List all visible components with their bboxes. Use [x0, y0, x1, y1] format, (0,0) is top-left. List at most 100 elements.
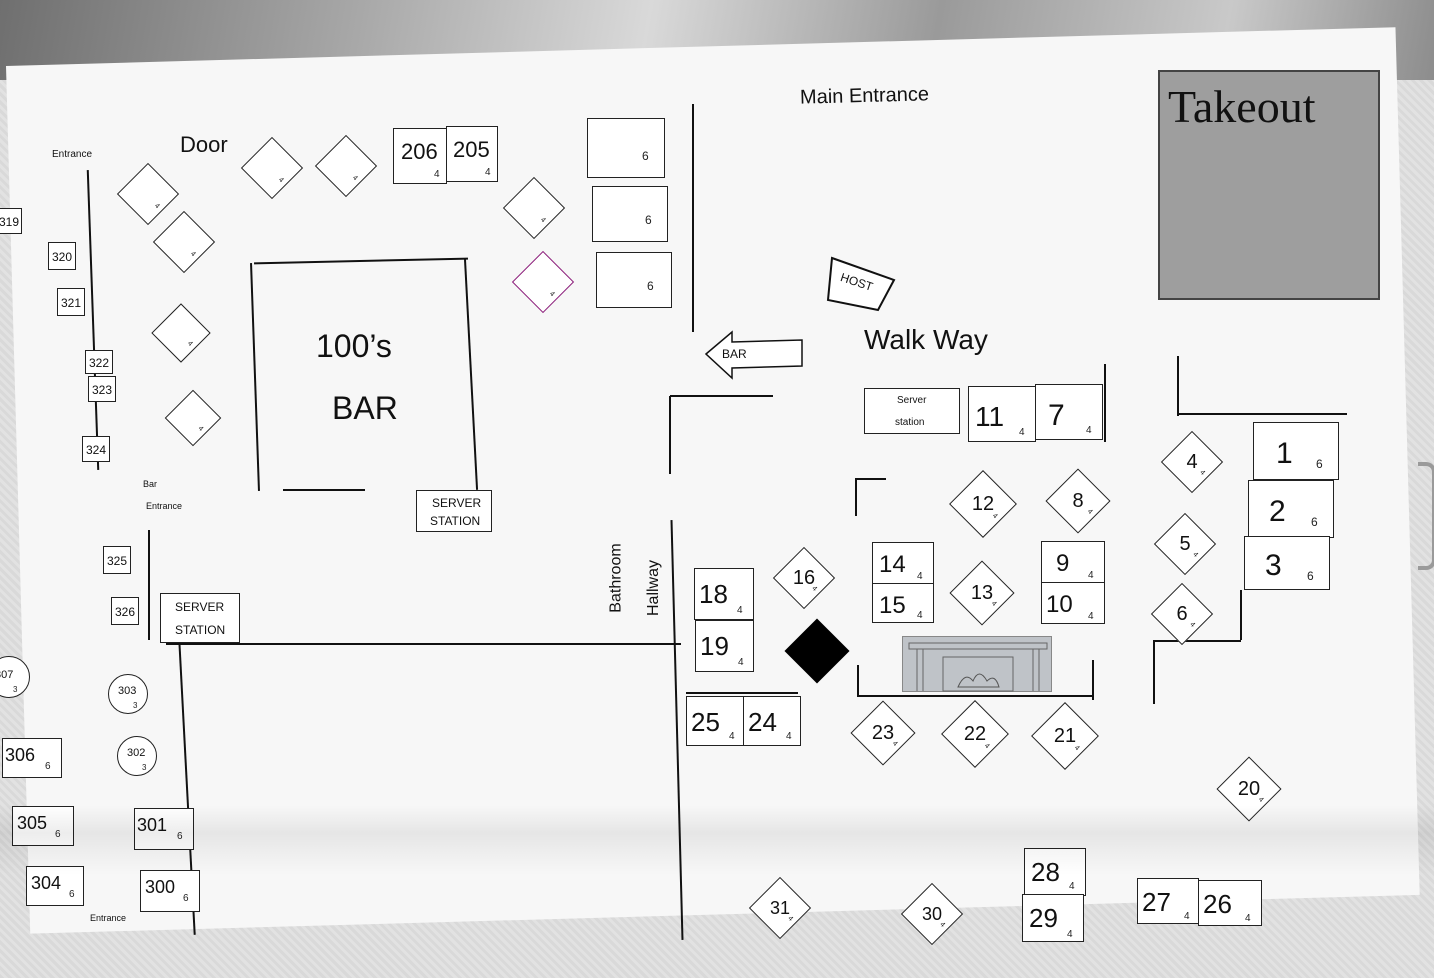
wall-left-lower: [148, 530, 150, 640]
redaction-blob: [601, 259, 653, 297]
table-27-capacity: 4: [1184, 911, 1190, 922]
table-18-number: 18: [699, 579, 728, 609]
table-13-number: 13: [970, 581, 994, 604]
door-label: Door: [180, 132, 228, 157]
table-302-capacity: 3: [142, 763, 147, 772]
wall-inner-corner-v: [855, 478, 857, 516]
main-entrance-label: Main Entrance: [799, 83, 930, 109]
table-top-6c[interactable]: 6: [596, 252, 672, 308]
table-323[interactable]: 323: [88, 376, 116, 402]
table-24[interactable]: 24 4: [743, 696, 801, 746]
table-25-capacity: 4: [729, 731, 735, 742]
table-31-number: 31: [769, 897, 791, 918]
table-301[interactable]: 301 6: [134, 808, 194, 850]
table-2-capacity: 6: [1311, 515, 1318, 529]
bar-entrance-label-2: Entrance: [146, 501, 183, 511]
table-25-number: 25: [691, 707, 720, 737]
table-11[interactable]: 11 4: [968, 386, 1036, 442]
table-top-6b[interactable]: 6: [592, 186, 668, 242]
table-325[interactable]: 325: [103, 546, 131, 574]
redaction-blob: [523, 260, 565, 302]
table-10[interactable]: 10 4: [1041, 582, 1105, 624]
table-19-capacity: 4: [738, 657, 744, 668]
wall-step-5: [1153, 640, 1155, 704]
arrow-left-icon: [704, 330, 803, 380]
wall-right-corner-h: [1177, 413, 1347, 415]
table-303[interactable]: 303 3: [108, 674, 148, 714]
table-319[interactable]: 319: [0, 208, 22, 234]
table-7[interactable]: 7 4: [1035, 384, 1103, 440]
table-8-number: 8: [1072, 489, 1084, 512]
table-12-number: 12: [971, 492, 995, 515]
table-19[interactable]: 19 4: [695, 620, 754, 672]
takeout-label: Takeout: [1168, 81, 1316, 132]
table-324[interactable]: 324: [82, 436, 110, 462]
table-305[interactable]: 305 6: [12, 806, 74, 846]
wall-entrance-divider: [692, 104, 694, 332]
table-29[interactable]: 29 4: [1022, 894, 1084, 942]
table-301-capacity: 6: [177, 831, 183, 842]
table-4-inner: 4: [1171, 441, 1213, 483]
table-206-number: 206: [401, 139, 438, 164]
table-9-number: 9: [1056, 550, 1070, 577]
table-21-number: 21: [1053, 724, 1077, 747]
table-306-number: 306: [5, 745, 36, 765]
table-top-6a-capacity: 6: [642, 149, 649, 163]
table-205[interactable]: 205 4: [446, 126, 498, 182]
wall-19-right: [686, 692, 798, 694]
table-6-number: 6: [1176, 602, 1188, 625]
bar-label-2: BAR: [332, 390, 398, 426]
table-307-number: 307: [0, 669, 14, 681]
table-205-capacity: 4: [485, 167, 491, 178]
host-stand: HOST: [826, 256, 896, 312]
table-15-number: 15: [879, 592, 906, 619]
table-2[interactable]: 2 6: [1248, 480, 1334, 538]
table-26-number: 26: [1203, 889, 1232, 919]
table-322[interactable]: 322: [85, 350, 113, 374]
table-28[interactable]: 28 4: [1024, 848, 1086, 896]
wall-walkway-right: [1104, 364, 1106, 442]
table-11-number: 11: [975, 401, 1005, 432]
table-326[interactable]: 326: [111, 597, 139, 625]
server-station-left-l2: STATION: [175, 623, 226, 637]
table-25[interactable]: 25 4: [686, 696, 744, 746]
fireplace-icon: [908, 642, 1048, 692]
table-302[interactable]: 302 3: [117, 736, 157, 776]
table-306[interactable]: 306 6: [2, 738, 62, 778]
table-28-number: 28: [1031, 857, 1060, 887]
table-26[interactable]: 26 4: [1198, 880, 1262, 926]
table-14[interactable]: 14 4: [872, 542, 934, 584]
server-station-left: SERVER STATION: [160, 593, 240, 643]
table-300[interactable]: 300 6: [140, 870, 200, 912]
table-206[interactable]: 206 4: [393, 128, 447, 184]
fireplace: [902, 636, 1052, 692]
table-3[interactable]: 3 6: [1244, 536, 1330, 590]
table-18[interactable]: 18 4: [694, 568, 754, 620]
table-15[interactable]: 15 4: [872, 583, 934, 623]
table-8-inner: 8: [1056, 479, 1100, 523]
table-10-number: 10: [1046, 591, 1073, 618]
table-top-6a[interactable]: 6: [587, 118, 665, 178]
table-301-number: 301: [137, 815, 168, 835]
table-307-capacity: 3: [13, 685, 18, 694]
table-205-number: 205: [453, 137, 490, 162]
table-21-inner: 21: [1042, 713, 1088, 759]
table-20-number: 20: [1237, 777, 1261, 800]
table-27[interactable]: 27 4: [1137, 878, 1199, 924]
wall-hall-corner-h: [670, 395, 773, 397]
wall-horizontal-mid: [166, 643, 681, 645]
table-326-number: 326: [115, 605, 136, 619]
table-9[interactable]: 9 4: [1041, 541, 1105, 583]
bar-arrow-label: BAR: [722, 347, 747, 361]
server-station-bar-l1: SERVER: [432, 496, 482, 510]
table-321[interactable]: 321: [57, 288, 85, 316]
table-29-number: 29: [1029, 903, 1058, 933]
table-304-capacity: 6: [69, 889, 75, 900]
table-26-capacity: 4: [1245, 913, 1251, 924]
table-1[interactable]: 1 6: [1253, 422, 1339, 480]
table-13-inner: 13: [960, 571, 1004, 615]
table-304[interactable]: 304 6: [26, 866, 84, 906]
table-320[interactable]: 320: [48, 242, 76, 270]
wall-right-corner-v: [1177, 356, 1179, 416]
table-29-capacity: 4: [1067, 929, 1073, 940]
